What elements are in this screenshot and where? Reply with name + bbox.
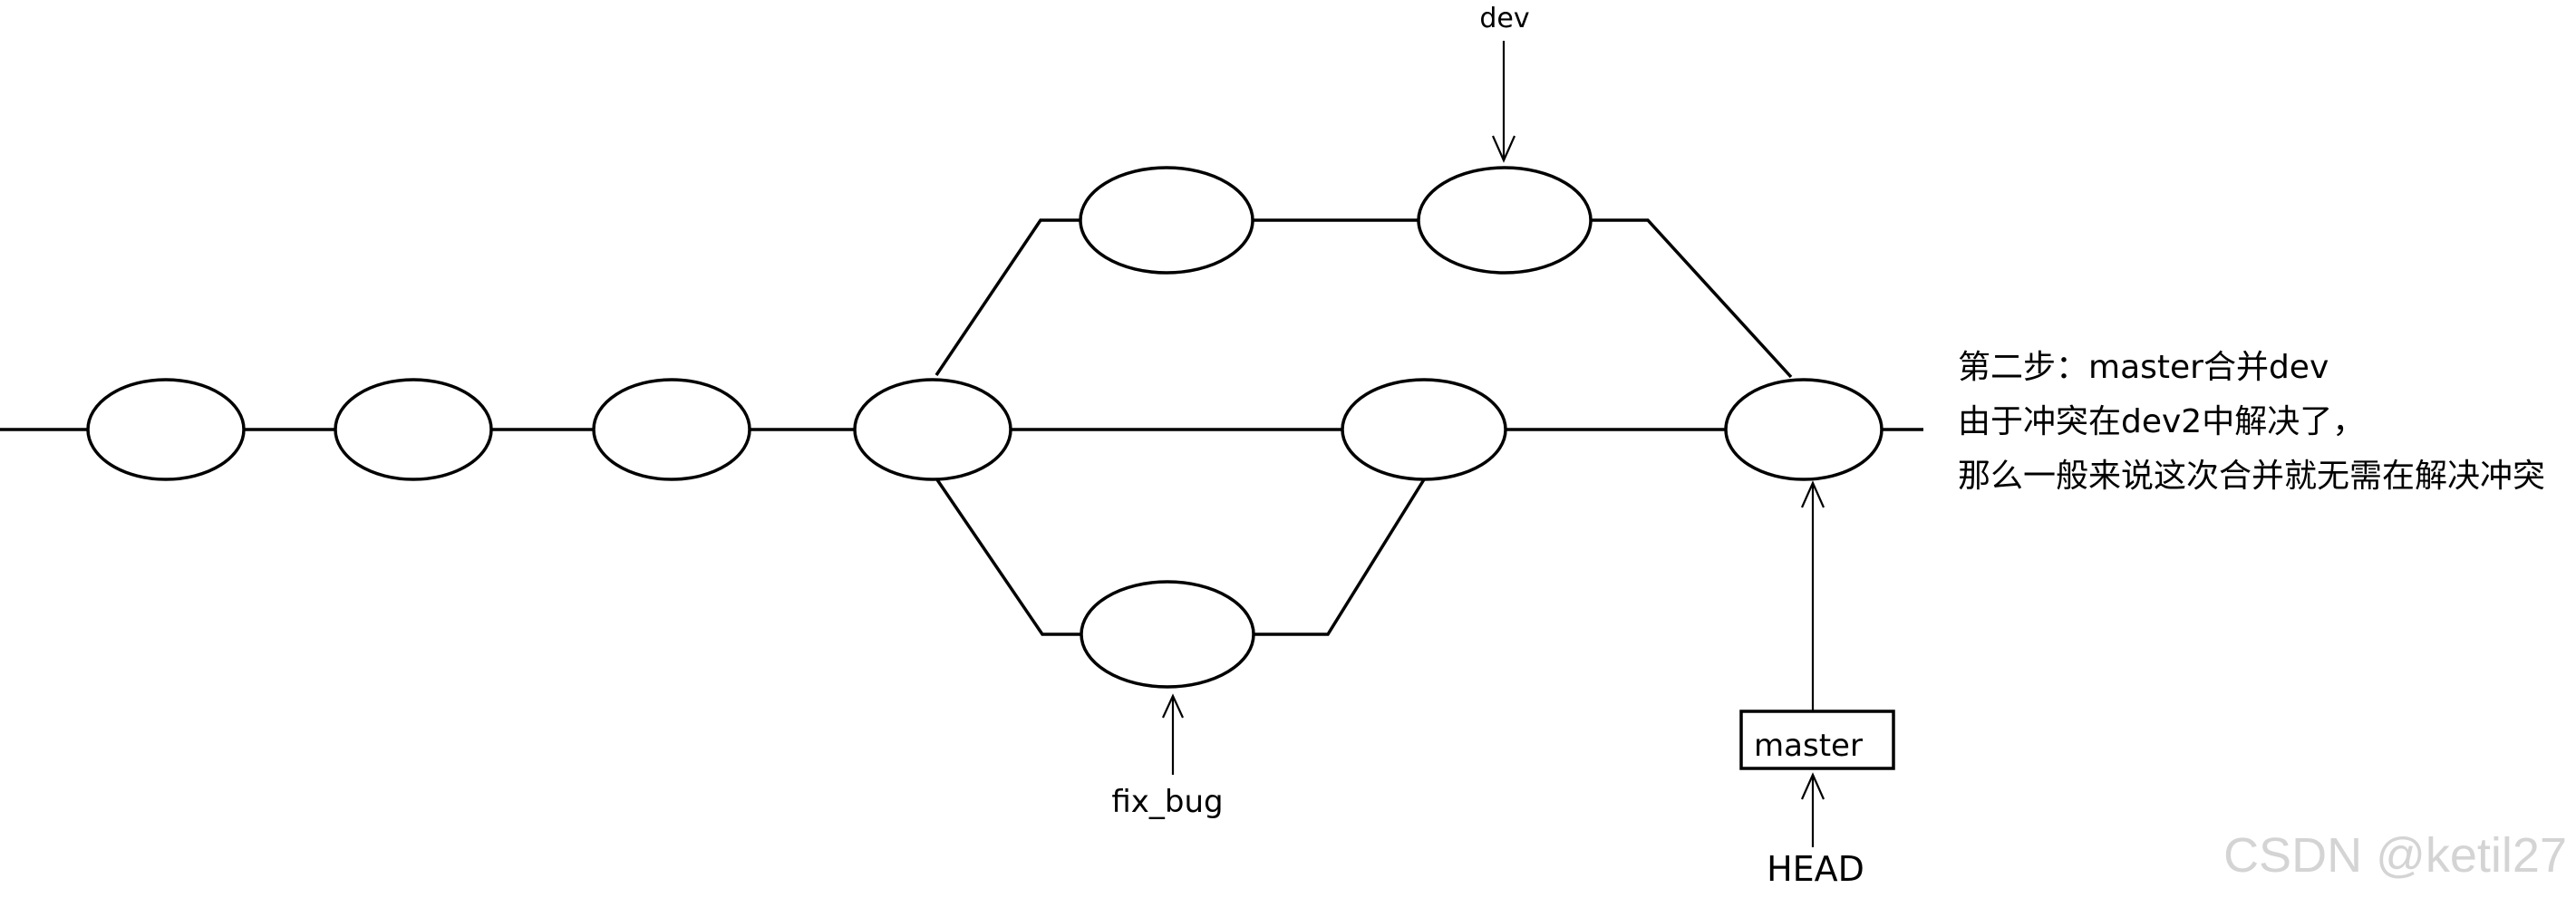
master-label-box — [1739, 710, 1895, 770]
merge-commit-node — [1724, 378, 1884, 481]
note-line-2: 由于冲突在dev2中解决了， — [1958, 403, 2365, 440]
dev-commit-node-1 — [1079, 166, 1254, 275]
dev-commit-node-2 — [1417, 166, 1593, 275]
head-label: HEAD — [1767, 849, 1864, 889]
dev-pointer — [1491, 41, 1516, 163]
dev-branch-line — [935, 218, 1793, 379]
note-line-1: 第二步：master合并dev — [1958, 349, 2329, 386]
commit-node-1 — [86, 378, 246, 481]
master-pointer — [1800, 480, 1825, 711]
commit-node-4 — [853, 378, 1012, 481]
commit-node-2 — [334, 378, 493, 481]
master-label: master — [1754, 728, 1863, 764]
watermark: CSDN @ketil27 — [2223, 828, 2567, 883]
head-pointer — [1800, 772, 1825, 847]
commit-node-3 — [592, 378, 751, 481]
note-line-3: 那么一般来说这次合并就无需在解决冲突 — [1958, 458, 2545, 495]
fix-bug-pointer — [1162, 693, 1184, 775]
fix-bug-commit-node — [1080, 580, 1255, 689]
commit-node-5 — [1341, 378, 1507, 481]
dev-label: dev — [1479, 3, 1529, 34]
fix-bug-label: fix_bug — [1111, 784, 1223, 820]
